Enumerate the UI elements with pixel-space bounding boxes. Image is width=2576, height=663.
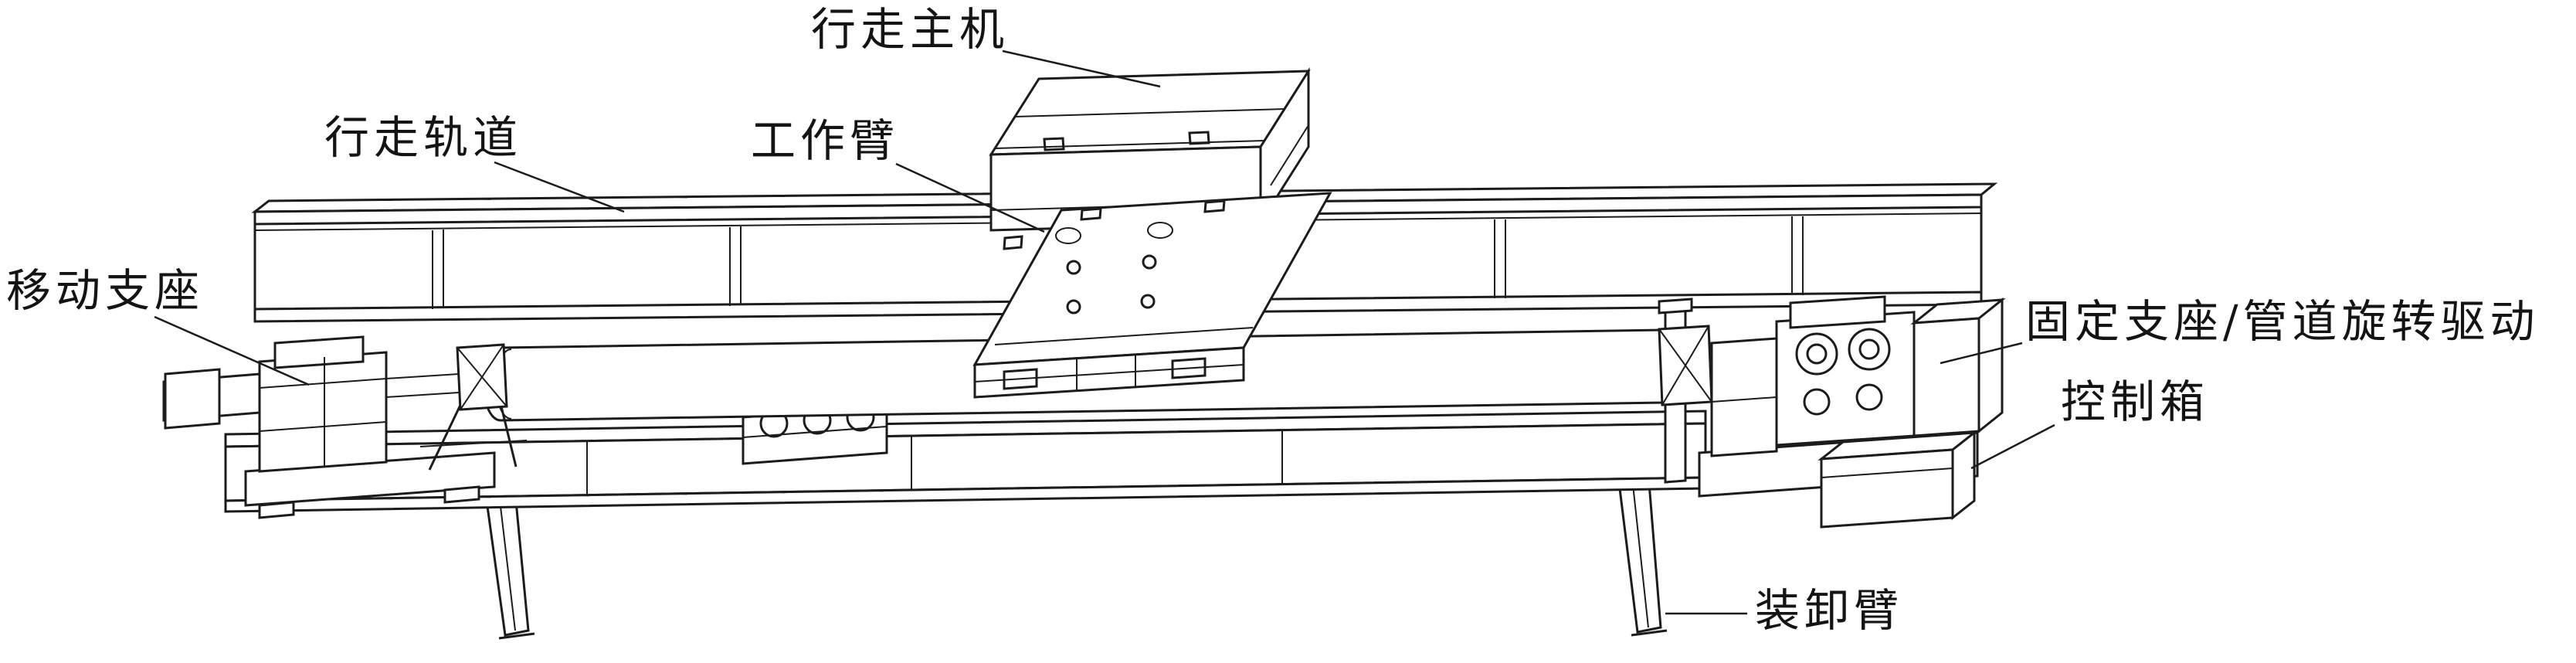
drive-side-box-front [1912, 317, 1980, 437]
band-tab [1171, 357, 1207, 379]
panel-pad [1080, 207, 1102, 221]
leader-working-arm [895, 162, 1045, 233]
label-fixed-support-drive: 固定支座/管道旋转驱动 [2025, 295, 2540, 348]
host-lug [1188, 131, 1210, 145]
arm-foot [1631, 629, 1668, 637]
leader-fixed-support-drive [1940, 342, 2023, 365]
support-spindle [385, 392, 460, 398]
support-a-frame [428, 401, 463, 471]
label-working-arm: 工作臂 [751, 114, 899, 167]
working-arm-unit [972, 192, 1332, 399]
leader-traveling-host [1002, 49, 1161, 88]
left-chuck-spoke [460, 344, 504, 410]
support-body-top [273, 335, 365, 369]
motor-flange-small [1803, 388, 1831, 416]
control-box-seam [1821, 468, 1953, 478]
panel-pad [1003, 235, 1023, 250]
support-foot [258, 501, 295, 519]
support-a-frame-bar [419, 440, 528, 447]
label-control-box: 控制箱 [2061, 376, 2209, 428]
leader-control-box [1970, 423, 2055, 470]
label-traveling-host: 行走主机 [811, 3, 1009, 56]
drive-motor-box [1775, 311, 1916, 447]
working-arm-panel-seam [994, 327, 1254, 345]
motor-flange [1795, 332, 1838, 376]
support-shaft-housing [164, 368, 221, 430]
drive-side-box-right [1977, 297, 2004, 434]
support-spindle [385, 373, 460, 379]
label-movable-support: 移动支座 [6, 264, 204, 317]
label-traveling-track: 行走轨道 [324, 111, 522, 164]
host-top-seam [1014, 108, 1285, 117]
support-a-frame [499, 403, 518, 468]
support-foot [443, 485, 480, 504]
movable-support-unit [162, 335, 528, 519]
panel-hole [1066, 299, 1081, 314]
drive-motor-top [1789, 295, 1886, 329]
support-body [258, 351, 388, 473]
leader-traveling-track [494, 161, 625, 213]
host-side-seam [1270, 124, 1309, 186]
support-body-seam [259, 378, 387, 389]
support-body-seam [259, 421, 387, 432]
motor-flange-small [1855, 383, 1883, 411]
panel-hole [1140, 294, 1156, 309]
trolley-seam [742, 426, 888, 438]
host-top-seam [994, 140, 1265, 149]
right-chuck-spoke [1661, 325, 1709, 406]
panel-bracket [1055, 227, 1081, 244]
control-box-unit [1817, 430, 1978, 529]
host-lug [1043, 137, 1065, 151]
annotations: 行走主机 行走轨道 工作臂 移动支座 固定支座/管道旋转驱动 控制箱 装卸臂 [6, 3, 2540, 637]
panel-hole [1066, 260, 1081, 275]
motor-flange-hub [1858, 338, 1880, 360]
drive-post-cap [1658, 298, 1693, 314]
band-tab [1003, 368, 1038, 390]
panel-pad [1203, 199, 1226, 213]
drive-gearbox [1710, 337, 1778, 457]
motor-flange [1848, 328, 1891, 371]
drive-gearbox-seam [1711, 396, 1777, 403]
control-box-front [1820, 448, 1954, 529]
leader-movable-support [154, 315, 310, 386]
panel-hole [1142, 254, 1157, 270]
arm-foot [498, 632, 535, 640]
working-arm-band-seam [974, 364, 1244, 382]
panel-bracket [1147, 222, 1173, 239]
label-loading-arm: 装卸臂 [1755, 584, 1903, 637]
motor-flange-hub [1806, 343, 1828, 365]
